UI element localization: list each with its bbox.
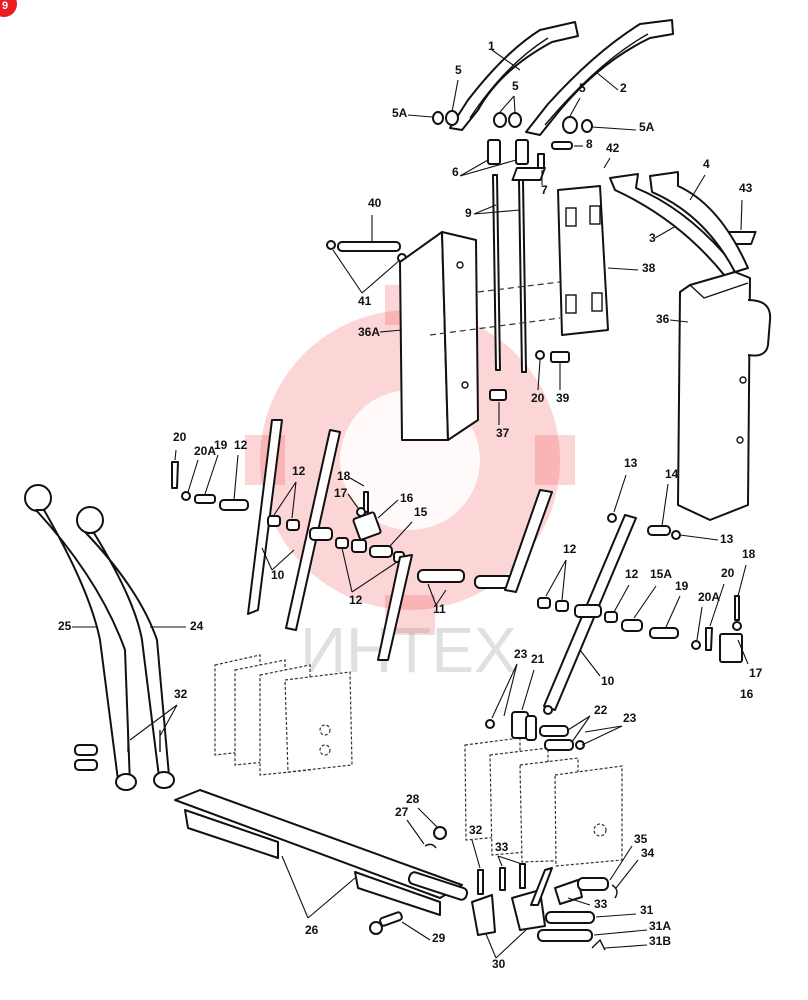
callout-label-l36: 36 (656, 312, 670, 326)
housing-36a (399, 231, 479, 441)
callout-label-l7: 7 (541, 183, 548, 197)
housing-36 (677, 271, 772, 521)
callout-label-l31: 31 (640, 903, 654, 917)
leader-lines (72, 49, 749, 959)
callout-label-l23b: 23 (623, 711, 637, 725)
callout-label-l20c: 20 (721, 566, 735, 580)
block-16-left (352, 491, 382, 541)
callout-label-l42: 42 (606, 141, 620, 155)
callout-label-l36A: 36A (358, 325, 380, 339)
callout-label-l41: 41 (358, 294, 372, 308)
callout-label-l4: 4 (703, 157, 710, 171)
plate-38 (557, 185, 609, 336)
valve-bank-right (464, 737, 623, 867)
corner-badge-text: 9 (2, 0, 8, 12)
callout-label-l40: 40 (368, 196, 382, 210)
callout-label-l38: 38 (642, 261, 656, 275)
callout-label-l27: 27 (395, 805, 409, 819)
callout-label-l20Aa: 20A (194, 444, 216, 458)
callout-label-l20b: 20 (173, 430, 187, 444)
callout-label-l10b: 10 (601, 674, 615, 688)
callout-label-l16a: 16 (400, 491, 414, 505)
callout-label-l22: 22 (594, 703, 608, 717)
callout-label-l12e: 12 (349, 593, 363, 607)
callout-label-l17a: 17 (334, 486, 348, 500)
link-21 (485, 705, 585, 751)
callout-label-l24: 24 (190, 619, 204, 633)
callout-label-l14: 14 (665, 467, 679, 481)
callout-label-l23a: 23 (514, 647, 528, 661)
callout-label-l5a: 5 (455, 63, 462, 77)
callout-label-l18b: 18 (742, 547, 756, 561)
levers-3-4 (609, 171, 749, 277)
lever-11 (377, 489, 553, 661)
callout-label-l5b: 5 (512, 79, 519, 93)
callout-label-l12c: 12 (563, 542, 577, 556)
callout-label-l18a: 18 (337, 469, 351, 483)
callout-label-l15: 15 (414, 505, 428, 519)
bushings-12 (171, 461, 405, 563)
callout-label-l26: 26 (305, 923, 319, 937)
callout-label-l25: 25 (58, 619, 72, 633)
shaft-26 (174, 789, 469, 916)
callout-label-l13a: 13 (624, 456, 638, 470)
callout-label-l16b: 16 (740, 687, 754, 701)
hand-levers-24-25 (24, 484, 175, 791)
callout-label-l29: 29 (432, 931, 446, 945)
bushings-12-right (537, 513, 713, 651)
callout-label-l31A: 31A (649, 919, 671, 933)
callout-label-l3: 3 (649, 231, 656, 245)
callout-label-l35: 35 (634, 832, 648, 846)
callout-label-l15A: 15A (650, 567, 672, 581)
callout-label-l30: 30 (492, 957, 506, 971)
clevis-6 (487, 139, 573, 171)
callout-label-l43: 43 (739, 181, 753, 195)
callout-label-l32a: 32 (174, 687, 188, 701)
callout-label-l33a: 33 (495, 840, 509, 854)
callout-label-l19b: 19 (675, 579, 689, 593)
callout-label-l28: 28 (406, 792, 420, 806)
callout-label-l31B: 31B (649, 934, 671, 948)
callout-label-l5A1: 5A (392, 106, 408, 120)
pin-40 (326, 240, 407, 263)
callout-label-l11: 11 (433, 602, 446, 616)
callout-label-l37: 37 (496, 426, 510, 440)
callout-label-l19a: 19 (214, 438, 228, 452)
callout-label-l39: 39 (556, 391, 570, 405)
callout-label-l9: 9 (465, 206, 472, 220)
callout-label-l8: 8 (586, 137, 593, 151)
callout-label-l32b: 32 (469, 823, 483, 837)
callout-label-l5c: 5 (579, 81, 586, 95)
callout-label-l10a: 10 (271, 568, 285, 582)
callout-label-l13b: 13 (720, 532, 734, 546)
callout-label-l12a: 12 (234, 438, 248, 452)
callout-label-l21: 21 (531, 652, 545, 666)
plate-42 (511, 167, 546, 181)
lever-2 (525, 19, 674, 136)
cranks-30 (471, 863, 553, 936)
callout-label-l5A2: 5A (639, 120, 655, 134)
callout-label-l12b: 12 (292, 464, 306, 478)
bolt-29 (369, 826, 447, 935)
watermark-gear (245, 285, 575, 635)
bolt-39 (489, 350, 570, 401)
callout-label-l20Ab: 20A (698, 590, 720, 604)
callout-label-l33b: 33 (594, 897, 608, 911)
corner-badge: 9 (0, 0, 17, 17)
callout-label-l2: 2 (620, 81, 627, 95)
callout-label-l6: 6 (452, 165, 459, 179)
valve-bank-left (214, 654, 353, 776)
callout-label-l34: 34 (641, 846, 655, 860)
callout-label-l1: 1 (488, 39, 495, 53)
pins-31-35 (537, 877, 618, 951)
block-16-right (719, 595, 743, 663)
lever-1 (449, 21, 579, 131)
callout-label-l12d: 12 (625, 567, 639, 581)
callout-label-l17b: 17 (749, 666, 763, 680)
rods-9 (492, 174, 527, 373)
callout-label-l20a: 20 (531, 391, 545, 405)
